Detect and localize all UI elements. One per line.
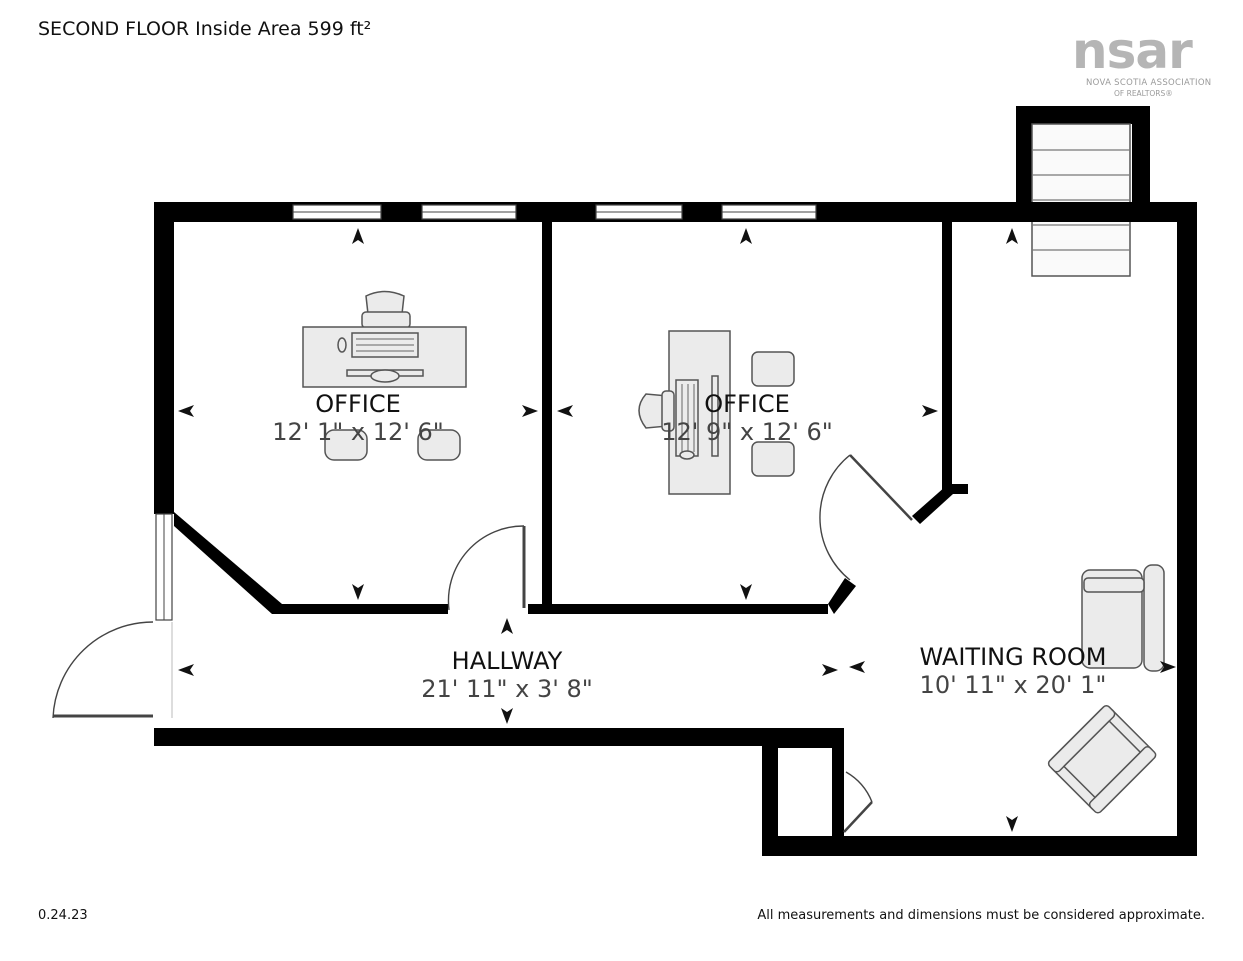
- room-waiting-name: WAITING ROOM: [920, 643, 1107, 671]
- room-office-2-dims: 12' 9" x 12' 6": [661, 418, 833, 446]
- floor-title: SECOND FLOOR Inside Area 599 ft²: [38, 18, 372, 40]
- room-hallway-name: HALLWAY: [452, 647, 563, 675]
- room-waiting-dims: 10' 11" x 20' 1": [920, 671, 1107, 699]
- dimension-arrows: [178, 228, 1176, 832]
- logo-wordmark: nsar: [1072, 22, 1193, 80]
- office-2-furniture: [638, 330, 795, 495]
- nsar-logo: nsar NOVA SCOTIA ASSOCIATION OF REALTORS…: [1068, 22, 1228, 102]
- interior-walls: [174, 222, 968, 836]
- room-office-1-name: OFFICE: [315, 390, 401, 418]
- windows: [155, 204, 817, 621]
- measurement-disclaimer: All measurements and dimensions must be …: [757, 908, 1205, 923]
- waiting-room-furniture: [1047, 564, 1165, 814]
- room-office-1-dims: 12' 1" x 12' 6": [272, 418, 444, 446]
- logo-tagline: NOVA SCOTIA ASSOCIATION: [1086, 78, 1212, 88]
- office-1-furniture: [302, 290, 467, 461]
- doors: [52, 454, 913, 833]
- room-hallway-dims: 21' 11" x 3' 8": [421, 675, 593, 703]
- stair-shaft: [1016, 106, 1150, 277]
- logo-tagline-2: OF REALTORS®: [1114, 89, 1173, 98]
- exterior-walls: [154, 202, 1197, 856]
- room-labels: OFFICE 12' 1" x 12' 6" OFFICE 12' 9" x 1…: [272, 390, 1106, 703]
- room-office-2-name: OFFICE: [704, 390, 790, 418]
- plan-version: 0.24.23: [38, 908, 88, 923]
